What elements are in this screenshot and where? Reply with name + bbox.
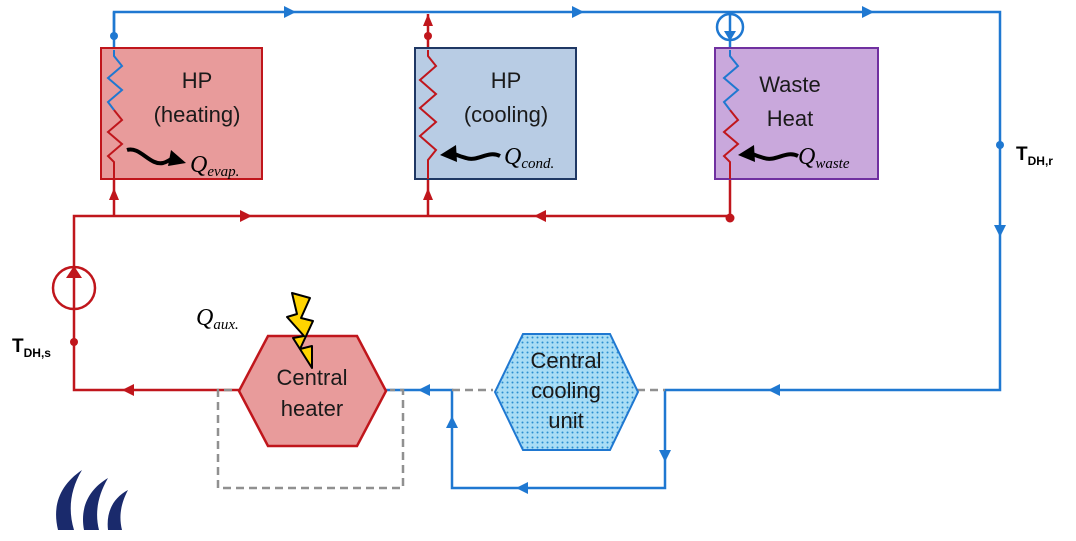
bypass-lines (216, 388, 665, 490)
heat-flow-arrow-icon (738, 145, 799, 162)
q-evap-label: Qevap. (190, 152, 239, 180)
pump-icon (715, 12, 745, 42)
hp-heating-block: HP (heating) Qevap. (100, 47, 263, 180)
heat-flow-arrow-icon (440, 145, 501, 162)
waste-heat-line1: Waste (759, 72, 821, 97)
t-dh-supply-label: TDH,s (12, 336, 51, 360)
central-cooling-line1: Central (531, 348, 602, 373)
lightning-icon (286, 292, 314, 369)
t-dh-return-label: TDH,r (1016, 144, 1053, 168)
q-cond-label: Qcond. (504, 144, 554, 172)
central-heater-block: Central heater (237, 334, 388, 448)
central-heater-line2: heater (281, 396, 343, 421)
central-cooling-line2: cooling (531, 378, 601, 403)
supply-nodes (70, 32, 735, 346)
hp-heating-line1: HP (182, 68, 213, 93)
pump-icon (51, 265, 97, 311)
hp-cooling-block: HP (cooling) Qcond. (414, 47, 577, 180)
hp-heating-line2: (heating) (154, 102, 241, 127)
hp-cooling-line2: (cooling) (464, 102, 548, 127)
central-heater-line1: Central (277, 365, 348, 390)
supply-arrows (109, 14, 546, 396)
return-arrows (284, 6, 1006, 494)
university-logo-icon (56, 470, 128, 530)
waste-heat-line2: Heat (767, 106, 813, 131)
q-aux-label: Qaux. (196, 305, 239, 333)
central-cooling-line3: unit (548, 408, 583, 433)
waste-heat-block: Waste Heat Qwaste (714, 47, 879, 180)
return-nodes (110, 32, 1004, 149)
heat-flow-arrow-icon (126, 147, 186, 166)
central-cooling-unit-block: Central cooling unit (493, 333, 640, 451)
q-waste-label: Qwaste (798, 144, 850, 172)
hp-cooling-line1: HP (491, 68, 522, 93)
